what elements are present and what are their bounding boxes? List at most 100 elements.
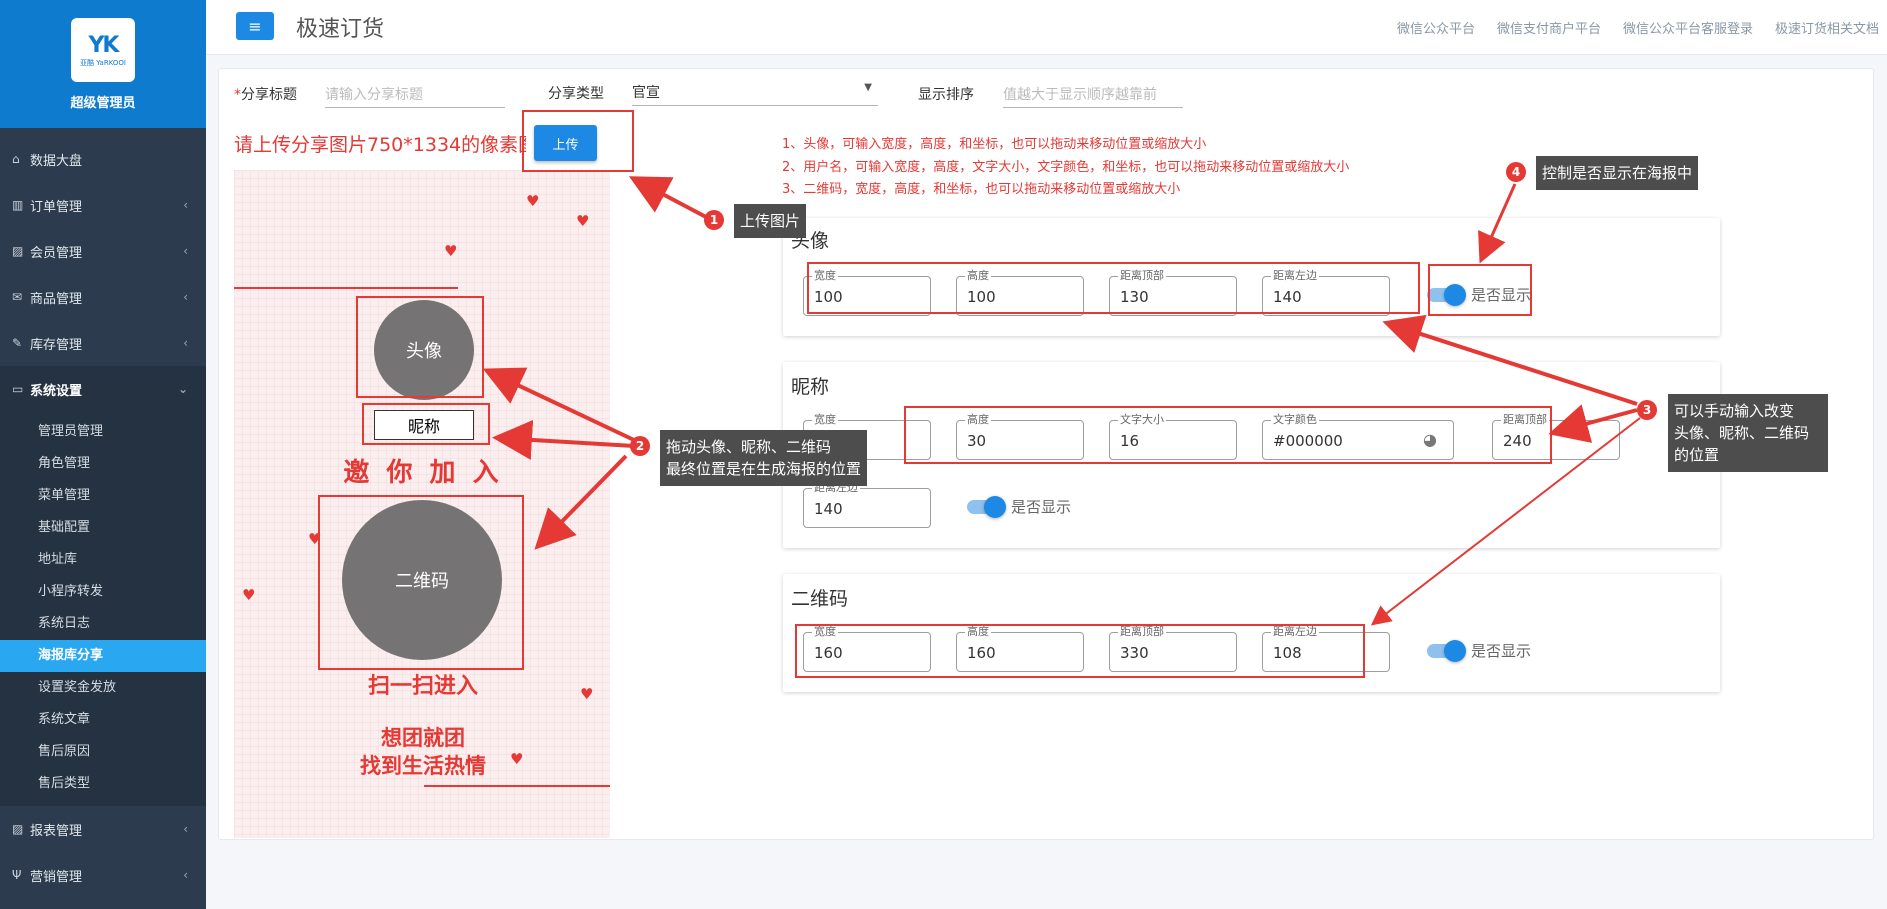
highlight-avatar <box>356 296 484 398</box>
chevron-left-icon: ‹ <box>183 822 188 836</box>
instruction-line: 2、用户名，可输入宽度，高度，文字大小，文字颜色，和坐标，也可以拖动来移动位置或… <box>782 159 1350 175</box>
poster-nickname[interactable]: 昵称 <box>374 410 474 440</box>
highlight-avatar-toggle <box>1428 264 1532 316</box>
chevron-left-icon: ‹ <box>183 244 188 258</box>
heart-icon: ♥ <box>576 212 590 230</box>
heart-icon: ♥ <box>580 685 594 703</box>
share-type-select[interactable]: 官宣▼ <box>632 82 878 106</box>
link-docs[interactable]: 极速订货相关文档 <box>1774 22 1879 37</box>
avatar-show-toggle[interactable]: 是否显示 <box>1427 283 1531 306</box>
sidebar-item-label: 订单管理 <box>30 199 83 215</box>
sort-label: 显示排序 <box>918 87 974 103</box>
highlight-qrcode <box>318 495 524 670</box>
chevron-left-icon: ‹ <box>183 868 188 882</box>
sidebar-item-label: 报表管理 <box>30 823 83 839</box>
annotation-badge: 3 <box>1637 400 1657 420</box>
link-wechat-platform[interactable]: 微信公众平台 <box>1396 22 1475 37</box>
highlight-qrcode-fields <box>795 624 1365 678</box>
sidebar-item-settings[interactable]: ▭ 系统设置 ⌄ <box>0 366 206 412</box>
poster-qrcode[interactable]: 二维码 <box>342 500 502 660</box>
annotation-tip: 可以手动输入改变 头像、昵称、二维码 的位置 <box>1668 394 1828 472</box>
sidebar-subitem[interactable]: 角色管理 <box>38 456 91 471</box>
settings-submenu: 管理员管理 角色管理 菜单管理 基础配置 地址库 小程序转发 系统日志 海报库分… <box>0 412 206 806</box>
sidebar-item-label: 库存管理 <box>30 337 83 353</box>
logo: YK 亚酷 YaRKOOI <box>71 18 135 82</box>
poster-avatar[interactable]: 头像 <box>374 300 474 400</box>
annotation-tip: 拖动头像、昵称、二维码 最终位置是在生成海报的位置 <box>660 430 868 486</box>
sidebar-item-label: 会员管理 <box>30 245 83 261</box>
page-title: 极速订货 <box>296 17 385 42</box>
decor-line <box>424 785 610 787</box>
share-title-input[interactable]: 请输入分享标题 <box>325 84 505 108</box>
annotation-badge: 1 <box>704 210 724 230</box>
chevron-down-icon: ⌄ <box>177 382 188 396</box>
sidebar-subitem[interactable]: 小程序转发 <box>38 584 104 599</box>
sidebar-item-label: 营销管理 <box>30 869 83 885</box>
sidebar-subitem-active[interactable]: 海报库分享 <box>0 640 206 672</box>
sidebar-subitem[interactable]: 售后类型 <box>38 776 91 791</box>
sidebar-item-label: 数据大盘 <box>30 153 83 169</box>
section-title: 昵称 <box>791 376 830 398</box>
section-title: 二维码 <box>791 588 849 610</box>
brand-header: YK 亚酷 YaRKOOI 超级管理员 <box>0 0 206 128</box>
instructions: 1、头像，可输入宽度，高度，和坐标，也可以拖动来移动位置或缩放大小 2、用户名，… <box>782 134 1349 202</box>
caret-down-icon: ▼ <box>864 82 872 93</box>
sidebar-item-reports[interactable]: ▨ 报表管理 ‹ <box>0 806 206 852</box>
share-type-label: 分享类型 <box>548 86 604 102</box>
poster-text-slogan1: 想团就团 <box>381 726 465 750</box>
nickname-show-toggle[interactable]: 是否显示 <box>967 495 1071 518</box>
sidebar-subitem[interactable]: 设置奖金发放 <box>38 680 117 695</box>
sidebar-subitem[interactable]: 菜单管理 <box>38 488 91 503</box>
sidebar-item-orders[interactable]: ▥ 订单管理 ‹ <box>0 182 206 228</box>
chevron-left-icon: ‹ <box>183 198 188 212</box>
sidebar-item-inventory[interactable]: ✎ 库存管理 ‹ <box>0 320 206 366</box>
sidebar-subitem[interactable]: 管理员管理 <box>38 424 104 439</box>
link-wechat-pay[interactable]: 微信支付商户平台 <box>1496 22 1601 37</box>
columns-icon: ▥ <box>12 198 24 212</box>
sidebar-item-label: 商品管理 <box>30 291 83 307</box>
monitor-icon: ▭ <box>12 382 24 396</box>
sidebar-item-marketing[interactable]: Ψ 营销管理 ‹ <box>0 852 206 898</box>
menu-toggle-button[interactable]: ≡ <box>236 12 274 40</box>
edit-icon: ✎ <box>12 336 23 350</box>
sidebar-item-label: 系统设置 <box>30 383 83 399</box>
sidebar-item-dashboard[interactable]: ⌂ 数据大盘 <box>0 136 206 182</box>
bar-chart-icon: ▨ <box>12 822 24 836</box>
logo-subtext: 亚酷 YaRKOOI <box>80 58 126 67</box>
sidebar-subitem[interactable]: 基础配置 <box>38 520 91 535</box>
sidebar-subitem[interactable]: 系统日志 <box>38 616 91 631</box>
chevron-left-icon: ‹ <box>183 290 188 304</box>
upload-button[interactable]: 上传 <box>534 125 597 161</box>
sidebar-item-members[interactable]: ▨ 会员管理 ‹ <box>0 228 206 274</box>
sidebar-subitem[interactable]: 售后原因 <box>38 744 91 759</box>
heart-icon: ♥ <box>510 750 524 768</box>
sidebar-subitem[interactable]: 地址库 <box>38 552 78 567</box>
user-role: 超级管理员 <box>70 96 136 111</box>
annotation-badge: 4 <box>1506 162 1526 182</box>
sidebar-item-products[interactable]: ✉ 商品管理 ‹ <box>0 274 206 320</box>
top-bar: ≡ 极速订货 微信公众平台 微信支付商户平台 微信公众平台客服登录 极速订货相关… <box>206 0 1887 55</box>
sort-input[interactable]: 值越大于显示顺序越靠前 <box>1003 84 1183 108</box>
sidebar-subitem[interactable]: 系统文章 <box>38 712 91 727</box>
instruction-line: 3、二维码，宽度，高度，和坐标，也可以拖动来移动位置或缩放大小 <box>782 182 1181 197</box>
heart-icon: ♥ <box>526 192 540 210</box>
cutlery-icon: Ψ <box>12 868 22 882</box>
heart-icon: ♥ <box>242 586 256 604</box>
qrcode-show-toggle[interactable]: 是否显示 <box>1427 639 1531 662</box>
annotation-tip: 控制是否显示在海报中 <box>1536 156 1699 190</box>
link-wechat-service[interactable]: 微信公众平台客服登录 <box>1622 22 1753 37</box>
chevron-left-icon: ‹ <box>183 336 188 350</box>
